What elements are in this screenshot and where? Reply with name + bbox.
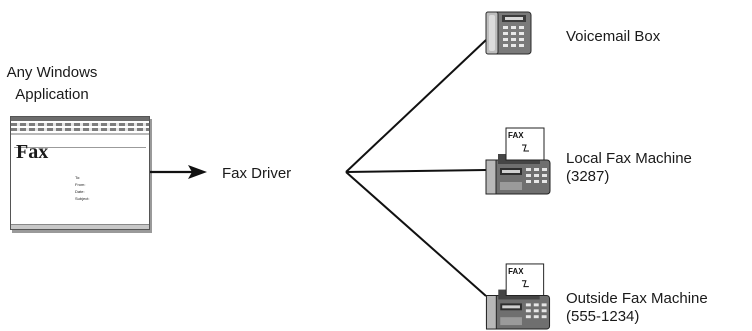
source-label: Any Windows Application: [0, 62, 104, 106]
arrow-head-icon: [188, 165, 207, 179]
window-status-bar: [11, 224, 149, 229]
source-label-line2: Application: [15, 86, 89, 103]
application-window-icon: Fax To: From: Date: Subject:: [10, 116, 150, 230]
source-label-line1: Any Windows: [6, 64, 98, 81]
fax-machine-icon: FAX: [485, 263, 551, 330]
branch-line-voicemail: [345, 39, 487, 173]
window-toolbar: [11, 128, 149, 131]
telephone-icon: [485, 11, 532, 55]
document-fields: To: From: Date: Subject:: [75, 174, 89, 202]
document-field: To:: [75, 175, 81, 180]
local-fax-label: Local Fax Machine (3287): [566, 150, 692, 186]
window-toolbar: [11, 123, 149, 126]
fax-driver-label: Fax Driver: [222, 165, 292, 182]
document-title: Fax: [16, 141, 49, 163]
window-title-bar: [11, 117, 149, 121]
voicemail-label-line1: Voicemail Box: [566, 28, 661, 45]
outside-fax-label: Outside Fax Machine (555-1234): [566, 290, 708, 326]
fax-paper-label: FAX: [508, 267, 524, 276]
fax-paper-label: FAX: [508, 131, 524, 140]
document-field: From:: [75, 182, 86, 187]
local-fax-label-line2: (3287): [566, 168, 610, 185]
document-field: Date:: [75, 189, 85, 194]
document-field: Subject:: [75, 196, 90, 201]
voicemail-box-label: Voicemail Box: [566, 28, 660, 46]
window-ruler: [11, 133, 149, 135]
fax-machine-icon: FAX: [485, 127, 551, 195]
outside-fax-label-line1: Outside Fax Machine: [566, 290, 708, 307]
branch-line-outside-fax: [345, 171, 487, 297]
local-fax-label-line1: Local Fax Machine: [566, 150, 692, 167]
document-rule: [14, 147, 146, 148]
outside-fax-label-line2: (555-1234): [566, 308, 640, 325]
branch-line-local-fax: [345, 169, 487, 173]
